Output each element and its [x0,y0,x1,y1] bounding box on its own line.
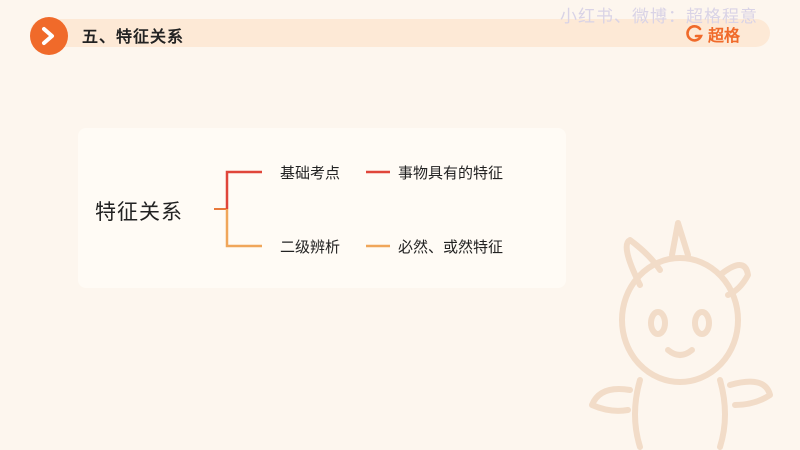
leaf-node-1: 事物具有的特征 [398,164,504,182]
branch-node-2: 二级辨析 [280,238,341,256]
brand-name: 超格 [708,26,741,45]
brand-logo: 超格 [686,22,740,46]
leaf-node-2: 必然、或然特征 [398,238,504,256]
branch-connector-1 [225,170,262,209]
chevron-right-icon [42,27,54,45]
mascot-unicorn-icon [589,220,773,450]
section-badge [30,17,68,55]
branch-connector-2 [225,209,262,248]
page-title: 五、特征关系 [82,27,185,46]
content-panel [78,128,566,288]
branch-node-1: 基础考点 [280,164,341,182]
header-bar [30,19,770,47]
brand-logo-icon [686,25,703,42]
watermark: 小红书、微博：超格程意 [560,7,758,27]
root-node: 特征关系 [95,200,183,224]
